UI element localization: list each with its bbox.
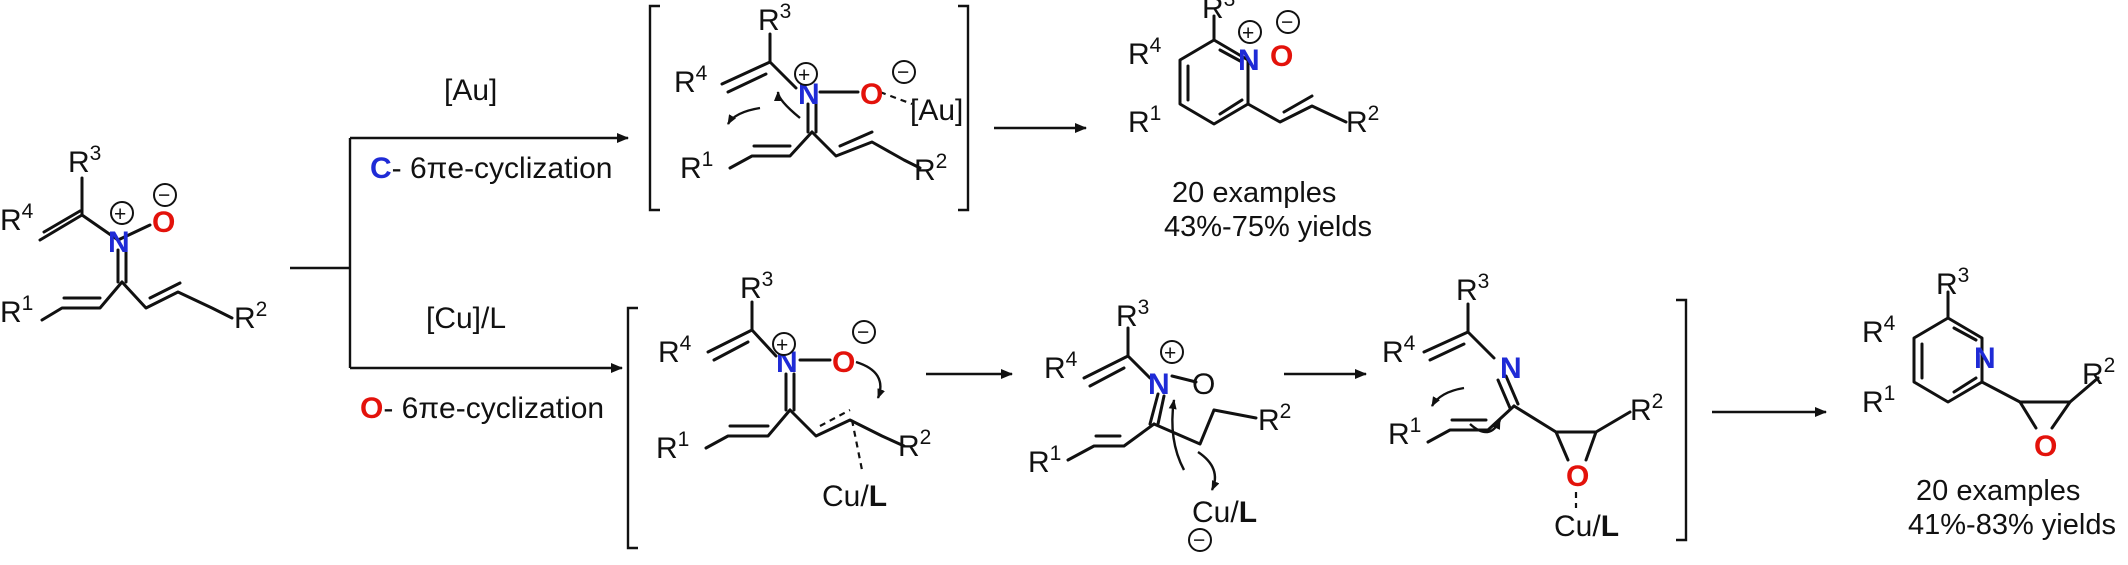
r4-label: R4 [1862, 312, 1896, 349]
minus-charge-icon: − [1188, 528, 1212, 552]
isoxazoline-intermediate: R4 R3 N O + R1 R2 Cu/L − [1028, 296, 1291, 552]
plus-charge-icon: + [1160, 340, 1184, 365]
nitrogen-atom: N [798, 78, 820, 111]
r1-label: R1 [1028, 442, 1061, 479]
r1-label: R1 [656, 428, 689, 465]
minus-charge-icon: − [153, 183, 177, 207]
r2-label: R2 [1346, 102, 1379, 139]
r4-label: R4 [1128, 34, 1162, 71]
bottom-reagent: [Cu]/L [426, 302, 506, 335]
plus-charge-icon: + [110, 201, 134, 226]
r2-label: R2 [234, 298, 267, 335]
r3-label: R3 [1936, 264, 1969, 301]
svg-text:−: − [158, 184, 170, 207]
nitrogen-atom: N [1238, 44, 1260, 77]
minus-charge-icon: − [1276, 10, 1300, 34]
svg-text:+: + [776, 334, 788, 357]
svg-text:+: + [1164, 342, 1176, 365]
pyridine-epoxide-product: R3 R4 R1 R2 N O [1862, 264, 2115, 463]
r4-label: R4 [1044, 348, 1078, 385]
r4-label: R4 [0, 200, 34, 237]
r3-label: R3 [1202, 0, 1235, 25]
r3-label: R3 [1116, 296, 1149, 333]
svg-text:+: + [1242, 22, 1254, 45]
r4-label: R4 [1382, 332, 1416, 369]
r2-label: R2 [1258, 400, 1291, 437]
oxygen-atom: O [832, 346, 855, 379]
oxygen-atom: O [2034, 430, 2057, 463]
starting-nitrone: R4 R3 N O + − R1 R2 [0, 142, 267, 335]
epoxide-intermediate: R4 R3 N R1 R2 O Cu/L [1382, 270, 1688, 543]
r3-label: R3 [68, 142, 101, 179]
r2-label: R2 [898, 426, 931, 463]
r3-label: R3 [758, 0, 791, 37]
pyridine-n-oxide-product: R3 R4 R1 R2 N O + − [1128, 0, 1379, 139]
bottom-mode: O- 6πe-cyclization [360, 392, 604, 425]
r3-label: R3 [740, 268, 773, 305]
oxygen-atom: O [152, 206, 175, 239]
cu-ligand-label: Cu/L [822, 480, 887, 513]
oxygen-atom: O [860, 78, 883, 111]
r2-label: R2 [914, 150, 947, 187]
plus-charge-icon: + [772, 332, 796, 357]
r1-label: R1 [0, 292, 33, 329]
svg-text:−: − [1193, 529, 1205, 552]
r1-label: R1 [1128, 102, 1161, 139]
svg-text:+: + [798, 64, 810, 87]
bottom-yields: 41%-83% yields [1908, 509, 2116, 541]
oxygen-atom: O [1192, 368, 1215, 401]
svg-text:+: + [114, 203, 126, 226]
r1-label: R1 [1388, 414, 1421, 451]
top-examples: 20 examples [1172, 177, 1336, 209]
top-mode: C- 6πe-cyclization [370, 152, 612, 185]
svg-text:−: − [1281, 11, 1293, 34]
r4-label: R4 [674, 62, 708, 99]
svg-text:−: − [897, 61, 909, 84]
oxygen-atom: O [1566, 460, 1589, 493]
top-yields: 43%-75% yields [1164, 211, 1372, 243]
r2-label: R2 [1630, 390, 1663, 427]
r1-label: R1 [680, 148, 713, 185]
plus-charge-icon: + [1238, 20, 1262, 45]
nitrogen-atom: N [1500, 352, 1522, 385]
au-label: [Au] [910, 94, 963, 127]
r3-label: R3 [1456, 270, 1489, 307]
top-reagent: [Au] [444, 74, 497, 107]
nitrogen-atom: N [1974, 342, 1996, 375]
oxygen-atom: O [1270, 40, 1293, 73]
nitrogen-atom: N [1148, 368, 1170, 401]
nitrogen-atom: N [108, 226, 130, 259]
r1-label: R1 [1862, 382, 1895, 419]
cu-ligand-label: Cu/L [1554, 510, 1619, 543]
minus-charge-icon: − [892, 60, 916, 84]
svg-text:−: − [857, 321, 869, 344]
r4-label: R4 [658, 332, 692, 369]
minus-charge-icon: − [852, 320, 876, 344]
r2-label: R2 [2082, 354, 2115, 391]
bottom-examples: 20 examples [1916, 475, 2080, 507]
cu-intermediate: R4 R3 N O + − R1 R2 Cu/L [626, 268, 931, 550]
cu-ligand-label: Cu/L [1192, 496, 1257, 529]
au-intermediate: R4 R3 N O [Au] + − R1 R2 [648, 0, 970, 212]
plus-charge-icon: + [794, 62, 818, 87]
branch-arrows [290, 133, 629, 373]
